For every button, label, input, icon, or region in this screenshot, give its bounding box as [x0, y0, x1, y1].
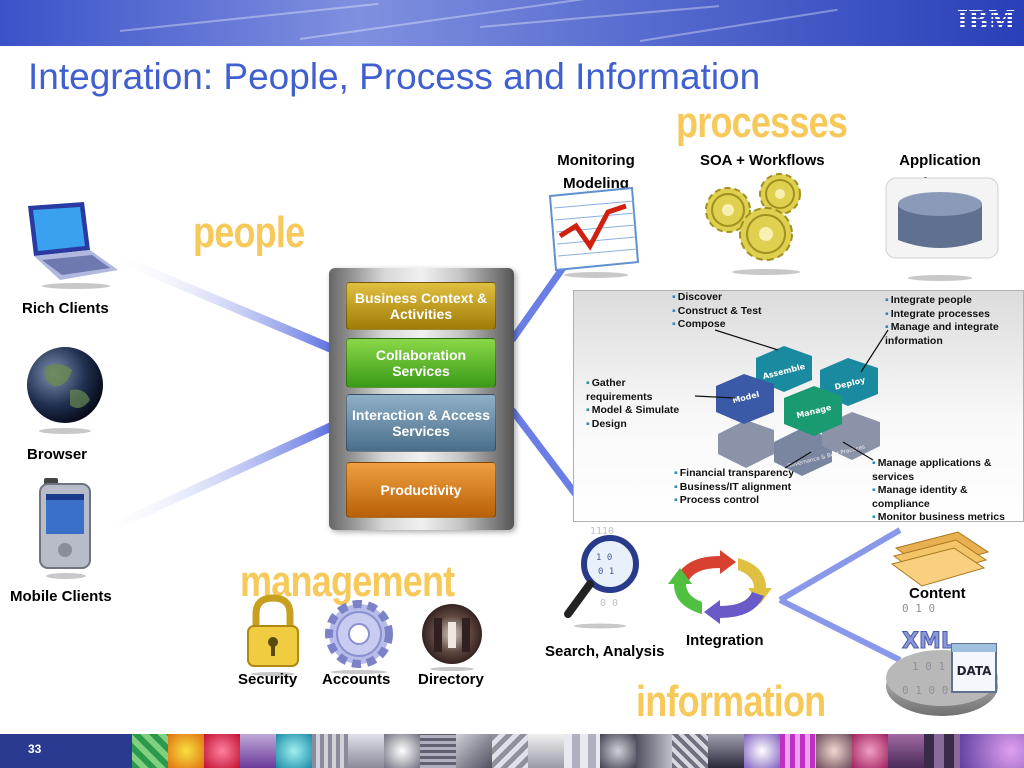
productivity-block: Productivity: [346, 462, 496, 518]
browser-label: Browser: [27, 446, 88, 463]
svg-text:0 1: 0 1: [598, 567, 614, 577]
integration-label: Integration: [686, 632, 764, 649]
list-item: Discover: [672, 291, 762, 305]
list-item: Integrate people: [885, 294, 1013, 308]
heading-information: information: [636, 677, 826, 726]
list-item: Manage applications & services: [872, 457, 1017, 484]
list-item: Compose: [672, 318, 762, 332]
discover-list: Discover Construct & Test Compose: [672, 291, 762, 332]
pda-icon: [39, 478, 91, 579]
monitoring-modeling-label: Monitoring Modeling: [557, 152, 635, 192]
gear-icon: [325, 600, 393, 674]
data-text: DATA: [957, 664, 993, 678]
gears-icon: [705, 173, 801, 275]
svg-text:0 1 0: 0 1 0: [902, 602, 935, 615]
rich-clients-label: Rich Clients: [22, 300, 109, 317]
ibm-logo: IBM: [957, 5, 1016, 36]
svg-text:1 0 1: 1 0 1: [912, 660, 945, 673]
mobile-clients-label: Mobile Clients: [10, 588, 112, 605]
list-item: Manage identity & compliance: [872, 484, 1012, 511]
search-analysis-label: Search, Analysis: [545, 643, 665, 660]
interaction-label: Interaction & Access Services: [352, 407, 490, 439]
page-number: 33: [28, 742, 42, 756]
list-item: Manage and integrate information: [885, 321, 1013, 348]
header-band: IBM: [0, 0, 1024, 46]
list-item: Business/IT alignment: [674, 481, 794, 495]
gather-list: Gather requirements Model & Simulate Des…: [586, 377, 686, 431]
list-item: Construct & Test: [672, 305, 762, 319]
svg-text:1110: 1110: [590, 526, 614, 537]
heading-processes: processes: [676, 98, 848, 147]
footer-bar: 33: [0, 734, 1024, 768]
business-context-block: Business Context & Activities: [346, 282, 496, 330]
data-disk-icon: 0 1 0 1 0 1 0 1 0 0 XML DATA: [886, 602, 998, 716]
collaboration-label: Collaboration Services: [375, 347, 467, 379]
security-label: Security: [238, 671, 298, 688]
soa-workflows-label: SOA + Workflows: [700, 152, 825, 169]
interaction-block: Interaction & Access Services: [346, 394, 496, 452]
productivity-label: Productivity: [380, 482, 462, 498]
connector-rich-clients: [108, 250, 337, 355]
xml-text: XML: [902, 629, 955, 654]
svg-text:0 0: 0 0: [600, 598, 618, 609]
padlock-icon: [247, 594, 299, 676]
connector-data: [778, 597, 902, 663]
hex-manage: Manage: [784, 386, 842, 436]
server-room-icon: [422, 604, 482, 671]
documents-icon: [890, 531, 990, 587]
list-item: Monitor business metrics: [872, 511, 1017, 525]
manage-list: Manage applications & services Manage id…: [872, 457, 1017, 525]
hex-model: Model: [716, 374, 774, 424]
list-item: Financial transparency: [674, 467, 794, 481]
connector-mobile: [93, 420, 337, 540]
globe-icon: [27, 347, 103, 434]
list-item: Integrate processes: [885, 308, 1013, 322]
directory-label: Directory: [418, 671, 484, 688]
accounts-label: Accounts: [322, 671, 391, 688]
laptop-icon: [28, 202, 118, 289]
connector-content: [778, 527, 902, 603]
chart-icon: [548, 186, 640, 278]
list-item: Design: [586, 418, 686, 432]
integration-cycle-icon: [668, 550, 772, 624]
connector-information: [509, 407, 583, 503]
list-item: Gather requirements: [586, 377, 686, 404]
integrate-list: Integrate people Integrate processes Man…: [885, 294, 1013, 348]
svg-text:0 1 0 0: 0 1 0 0: [902, 684, 948, 697]
financial-list: Financial transparency Business/IT align…: [674, 467, 794, 508]
database-icon: [885, 177, 999, 281]
hex-assemble: Assemble: [756, 346, 812, 392]
list-item: Model & Simulate: [586, 404, 686, 418]
collaboration-block: Collaboration Services: [346, 338, 496, 388]
business-context-label: Business Context & Activities: [354, 290, 488, 322]
content-label: Content: [909, 585, 966, 602]
callout-arrows: [694, 329, 889, 469]
list-item: Process control: [674, 494, 794, 508]
svg-text:1 0: 1 0: [596, 553, 612, 563]
heading-people: people: [193, 208, 305, 257]
lifecycle-hexagons: Assemble Deploy Model Manage Governance …: [716, 346, 880, 476]
page-title: Integration: People, Process and Informa…: [28, 56, 761, 97]
